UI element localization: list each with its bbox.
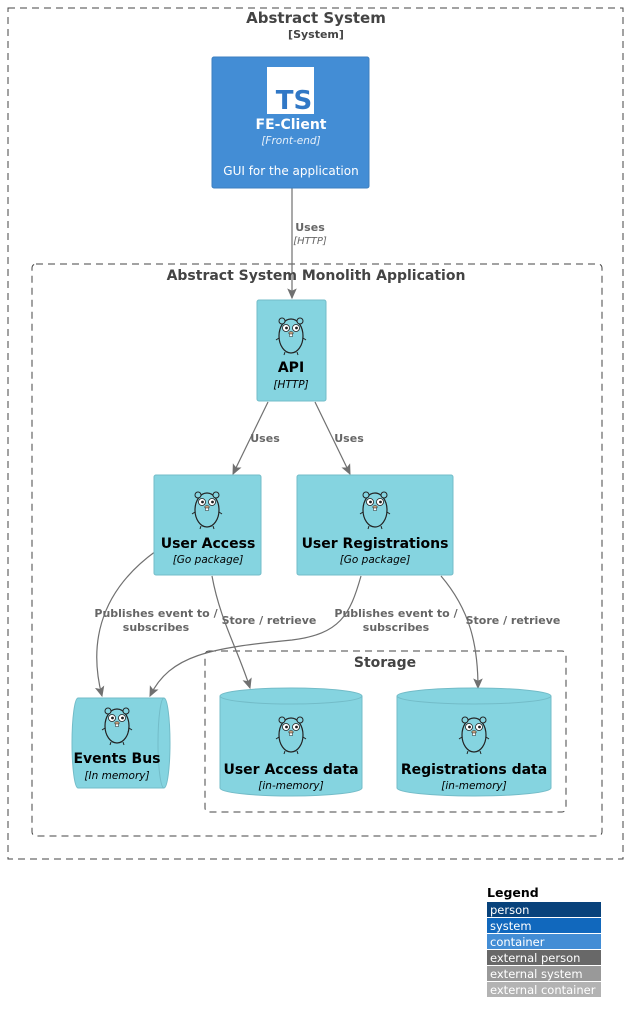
events-bus-node[interactable]: Events Bus [In memory] xyxy=(71,697,171,789)
user-access-data-tech: [in-memory] xyxy=(258,780,323,792)
fe-client-box xyxy=(211,56,370,189)
legend-swatch-external-system xyxy=(487,966,601,981)
typescript-icon xyxy=(267,67,314,114)
legend-label-system: system xyxy=(490,919,532,933)
user-registrations-name: User Registrations xyxy=(302,536,449,552)
user-registrations-node[interactable]: User Registrations [Go package] xyxy=(296,474,454,576)
user-access-tech: [Go package] xyxy=(173,554,244,566)
legend-swatch-system xyxy=(487,918,601,933)
edge-fe-to-api-tech: [HTTP] xyxy=(293,236,327,247)
edge-fe-to-api-label: Uses xyxy=(295,221,325,234)
legend-item: external person xyxy=(487,950,601,965)
edge-user-registrations-to-events-bus: Publishes event to / subscribes xyxy=(149,575,459,698)
fe-client-tech: [Front-end] xyxy=(261,135,320,147)
edge-user-access-to-data: Store / retrieve xyxy=(211,575,317,690)
storage-boundary-title: Storage xyxy=(354,655,416,671)
storage-boundary: Storage xyxy=(204,650,567,813)
user-registrations-tech: [Go package] xyxy=(340,554,411,566)
edge-user-access-to-events-bus: Publishes event to / subscribes xyxy=(94,550,219,698)
legend-label-external-system: external system xyxy=(490,967,583,981)
legend-swatch-external-container xyxy=(487,982,601,997)
events-bus-name: Events Bus xyxy=(73,751,160,767)
api-name: API xyxy=(278,360,304,376)
monolith-boundary-title: Abstract System Monolith Application xyxy=(167,268,466,284)
legend-item: system xyxy=(487,918,601,933)
edge-user-access-to-data-label: Store / retrieve xyxy=(222,614,317,627)
edge-api-to-user-registrations: Uses xyxy=(314,401,364,476)
edge-user-access-to-events-bus-label-2: subscribes xyxy=(123,621,190,634)
legend-title: Legend xyxy=(487,885,539,900)
user-access-name: User Access xyxy=(161,536,256,552)
edge-api-to-user-access: Uses xyxy=(232,401,280,476)
legend-swatch-container xyxy=(487,934,601,949)
events-bus-tech: [In memory] xyxy=(84,770,149,782)
legend-item: container xyxy=(487,934,601,949)
edge-fe-to-api: Uses [HTTP] xyxy=(287,188,327,300)
legend-item: external container xyxy=(487,982,601,997)
typescript-icon-text: TS xyxy=(276,86,312,116)
legend: Legend person system container external … xyxy=(487,885,601,997)
legend-item: person xyxy=(487,902,601,917)
fe-client-desc: GUI for the application xyxy=(223,164,358,178)
fe-client-name: FE-Client xyxy=(256,117,327,133)
api-node[interactable]: API [HTTP] xyxy=(256,299,327,402)
edge-user-registrations-to-events-bus-label-2: subscribes xyxy=(363,621,430,634)
legend-swatch-external-person xyxy=(487,950,601,965)
legend-swatch-person xyxy=(487,902,601,917)
edge-user-registrations-to-data-label: Store / retrieve xyxy=(466,614,561,627)
monolith-boundary: Abstract System Monolith Application xyxy=(31,263,603,837)
legend-item: external system xyxy=(487,966,601,981)
legend-label-external-person: external person xyxy=(490,951,580,965)
edge-user-registrations-to-events-bus-label-1: Publishes event to / xyxy=(334,607,458,620)
edge-api-to-user-access-label: Uses xyxy=(250,432,280,445)
fe-client-node[interactable]: TS FE-Client [Front-end] GUI for the app… xyxy=(211,56,370,189)
api-tech: [HTTP] xyxy=(273,379,308,391)
system-boundary: Abstract System [System] xyxy=(7,7,624,860)
legend-label-container: container xyxy=(490,935,545,949)
registrations-data-name: Registrations data xyxy=(401,762,547,778)
system-boundary-title: Abstract System xyxy=(246,9,386,27)
edge-user-access-to-events-bus-label-1: Publishes event to / xyxy=(94,607,218,620)
user-access-data-name: User Access data xyxy=(223,762,358,778)
system-boundary-type: [System] xyxy=(288,28,344,41)
user-access-data-node[interactable]: User Access data [in-memory] xyxy=(219,687,363,797)
legend-label-person: person xyxy=(490,903,529,917)
legend-label-external-container: external container xyxy=(490,983,596,997)
edge-api-to-user-registrations-label: Uses xyxy=(334,432,364,445)
user-access-node[interactable]: User Access [Go package] xyxy=(153,474,262,576)
registrations-data-tech: [in-memory] xyxy=(441,780,506,792)
registrations-data-node[interactable]: Registrations data [in-memory] xyxy=(396,687,552,797)
edge-user-registrations-to-data: Store / retrieve xyxy=(440,575,561,690)
